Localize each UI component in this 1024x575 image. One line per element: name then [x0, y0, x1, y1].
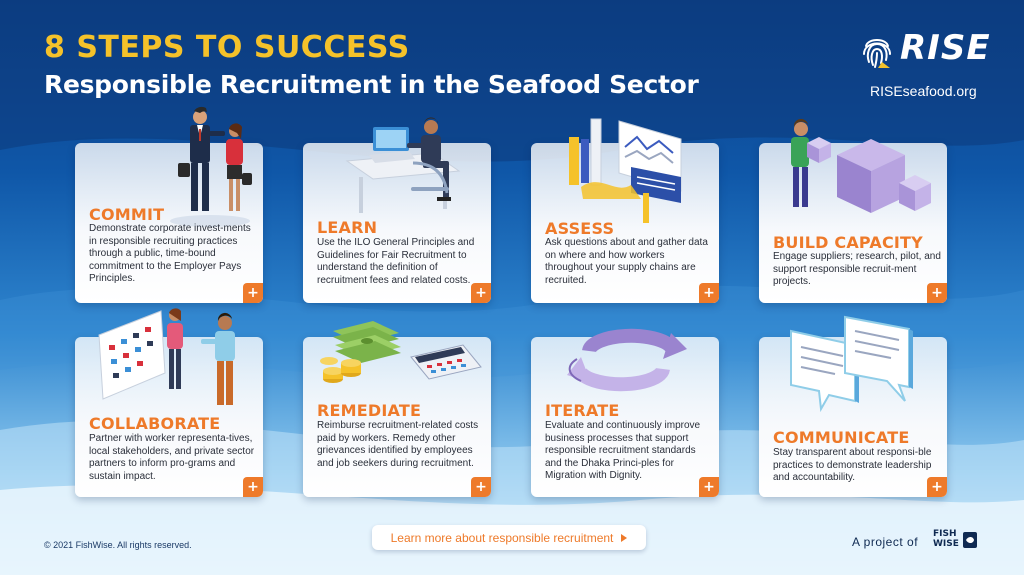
expand-plus-icon[interactable]: +	[927, 477, 947, 497]
step-title: LEARN	[317, 218, 378, 237]
learn-more-button[interactable]: Learn more about responsible recruitment	[372, 525, 646, 550]
step-title: COMMIT	[89, 205, 165, 224]
step-card-build-capacity[interactable]: BUILD CAPACITY Engage suppliers; researc…	[759, 118, 947, 303]
money-calculator-illustration	[320, 321, 482, 383]
rise-logo[interactable]: RISE	[860, 28, 990, 72]
step-card-remediate[interactable]: REMEDIATE Reimburse recruitment-related …	[303, 321, 491, 497]
project-of-label: A project of	[852, 535, 919, 549]
step-description: Reimburse recruitment-related costs paid…	[317, 420, 479, 469]
cycle-arrows-icon	[567, 328, 687, 392]
expand-plus-icon[interactable]: +	[243, 477, 263, 497]
expand-plus-icon[interactable]: +	[471, 283, 491, 303]
step-card-assess[interactable]: ASSESS Ask questions about and gather da…	[531, 118, 719, 303]
step-card-iterate[interactable]: ITERATE Evaluate and continuously improv…	[531, 328, 719, 497]
step-title: COLLABORATE	[89, 414, 221, 433]
speech-bubbles-icon	[790, 315, 913, 413]
step-description: Ask questions about and gather data on w…	[545, 237, 708, 286]
step-description: Demonstrate corporate invest-ments in re…	[89, 223, 251, 285]
step-description: Stay transparent about responsi-ble prac…	[773, 447, 932, 484]
handshake-illustration	[170, 106, 252, 227]
copyright-notice: © 2021 FishWise. All rights reserved.	[44, 540, 192, 550]
step-card-collaborate[interactable]: COLLABORATE Partner with worker represen…	[75, 308, 263, 497]
fish-icon	[963, 532, 977, 548]
step-description: Partner with worker representa-tives, lo…	[89, 433, 255, 482]
expand-plus-icon[interactable]: +	[243, 283, 263, 303]
step-title: BUILD CAPACITY	[773, 233, 923, 252]
step-card-communicate[interactable]: COMMUNICATE Stay transparent about respo…	[759, 315, 947, 497]
site-url[interactable]: RISEseafood.org	[870, 83, 977, 99]
page-subtitle: Responsible Recruitment in the Seafood S…	[44, 70, 699, 99]
play-arrow-icon	[621, 533, 628, 542]
page-title: 8 STEPS TO SUCCESS	[44, 30, 410, 65]
step-title: ITERATE	[545, 401, 620, 420]
boxes-illustration	[791, 118, 931, 213]
step-card-commit[interactable]: COMMIT Demonstrate corporate invest-ment…	[75, 106, 263, 303]
expand-plus-icon[interactable]: +	[927, 283, 947, 303]
step-title: COMMUNICATE	[773, 428, 910, 447]
expand-plus-icon[interactable]: +	[699, 477, 719, 497]
step-description: Use the ILO General Principles and Guide…	[317, 237, 475, 286]
step-card-learn[interactable]: LEARN Use the ILO General Principles and…	[303, 117, 491, 303]
fingerprint-icon	[863, 39, 891, 68]
logo-text: RISE	[900, 28, 991, 68]
step-title: ASSESS	[545, 219, 615, 238]
step-title: REMEDIATE	[317, 401, 422, 420]
step-description: Engage suppliers; research, pilot, and s…	[773, 251, 941, 288]
step-description: Evaluate and continuously improve busine…	[545, 420, 701, 482]
desk-worker-illustration	[345, 117, 461, 213]
expand-plus-icon[interactable]: +	[699, 283, 719, 303]
data-charts-illustration	[569, 118, 682, 223]
expand-plus-icon[interactable]: +	[471, 477, 491, 497]
whiteboard-team-illustration	[98, 308, 235, 405]
learn-more-label: Learn more about responsible recruitment	[390, 530, 614, 545]
